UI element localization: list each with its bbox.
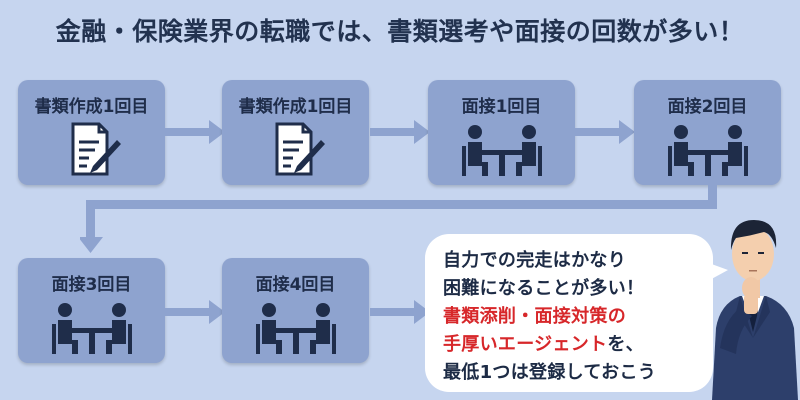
step-label: 書類作成1回目 [238,97,353,117]
bubble-line-5: 最低1つは登録しておこう [443,362,657,383]
step-box-5: 面接3回目 [18,258,165,363]
document-pen-icon [71,122,121,176]
bubble-line-4: 手厚いエージェントを、 [443,330,644,356]
bubble-line-4-highlight: 手厚いエージェント [443,334,608,355]
bubble-line-3: 書類添削・面接対策の [443,306,626,327]
arrow-right-icon [165,300,225,324]
page-title: 金融・保険業界の転職では、書類選考や面接の回数が多い！ [55,17,745,46]
arrow-right-icon [575,120,635,144]
step-label: 面接3回目 [51,275,132,295]
arrow-right-icon [165,120,225,144]
bubble-tail [706,262,728,282]
step-box-4: 面接2回目 [634,80,781,185]
step-label: 面接4回目 [255,275,336,295]
step-box-3: 面接1回目 [428,80,575,185]
interview-icon [51,303,132,354]
interview-icon [461,125,542,176]
thinking-businessman-illustration [712,220,798,400]
step-label: 面接1回目 [461,97,542,117]
document-pen-icon [275,122,325,176]
step-label: 面接2回目 [667,97,748,117]
arrow-right-icon [370,300,430,324]
bubble-line-2: 困難になることが多い！ [443,278,645,299]
step-box-6: 面接4回目 [222,258,369,363]
bubble-line-4-suffix: を、 [607,334,644,355]
speech-bubble: 自力での完走はかなり 困難になることが多い！ 書類添削・面接対策の 手厚いエージ… [425,234,713,392]
step-label: 書類作成1回目 [34,97,149,117]
step-box-2: 書類作成1回目 [222,80,369,185]
interview-icon [255,303,336,354]
arrow-right-icon [370,120,430,144]
connector-arrow-icon [80,185,717,253]
step-box-1: 書類作成1回目 [18,80,165,185]
bubble-line-1: 自力での完走はかなり [443,250,626,271]
interview-icon [667,125,748,176]
